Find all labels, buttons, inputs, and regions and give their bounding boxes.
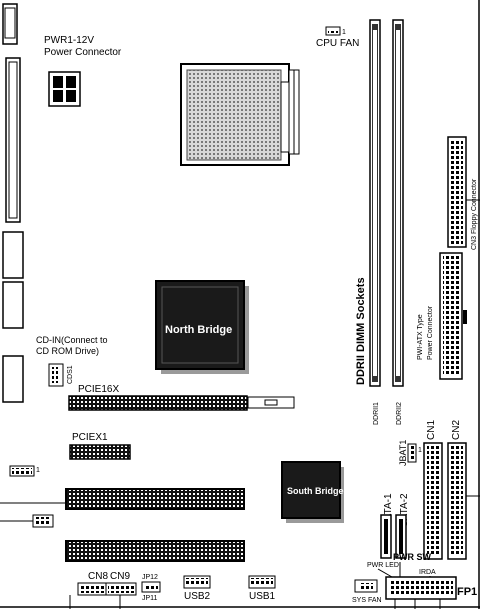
- ddrii2-label: DDRII2: [396, 402, 403, 425]
- pcie16x-slot: [68, 395, 295, 411]
- cn9-header: [105, 582, 137, 609]
- cd-in-label-line1: CD-IN(Connect to: [36, 335, 108, 345]
- irda-label: IRDA: [419, 569, 436, 576]
- usb1-header: [248, 575, 276, 589]
- rear-io-panel: [2, 3, 24, 403]
- sata2-connector: [395, 514, 407, 559]
- sata1-connector: [380, 514, 392, 559]
- jbat1-label: JBAT1: [398, 440, 408, 466]
- pwr-led-label: PWR LED: [367, 562, 399, 569]
- atx-label-line2: Power Connector: [427, 305, 434, 360]
- pciex1-slot: [69, 444, 131, 460]
- sata2-label: SATA-2: [399, 493, 410, 527]
- cpu-fan-pin-one: 1: [342, 29, 346, 36]
- pciex1-label: PCIEX1: [72, 432, 108, 443]
- south-bridge-chip: [281, 461, 344, 523]
- cn8-label: CN8: [88, 571, 108, 582]
- jbat1-jumper: [407, 443, 417, 463]
- pwr1-12v-connector: [48, 71, 81, 107]
- jbat1-pin-one: 1: [418, 447, 422, 454]
- pwr1-label-line2: Power Connector: [44, 47, 122, 58]
- cpu-socket: [180, 63, 300, 166]
- cds1-label: CDS1: [67, 365, 74, 384]
- cd-in-label-line2: CD ROM Drive): [36, 346, 99, 356]
- north-bridge-label: North Bridge: [165, 324, 232, 336]
- cn1-label: CN1: [426, 420, 437, 440]
- pwr1-label-line1: PWR1-12V: [44, 35, 94, 46]
- pwr-sw-label: PWR SW: [393, 552, 432, 562]
- pcie16x-label: PCIE16X: [78, 384, 119, 395]
- floppy-connector: [447, 136, 480, 248]
- jp12-jp11-jumpers: [141, 581, 161, 593]
- cpu-fan-header: [325, 26, 341, 36]
- cds1-header: [48, 363, 64, 387]
- north-bridge-chip: [155, 280, 249, 374]
- left-header-upper: [9, 465, 35, 477]
- atx-power-connector: [439, 252, 467, 380]
- floppy-side-label: CN3 Floppy Connector: [471, 178, 478, 250]
- sys-fan-header: [354, 579, 378, 593]
- left-header-lower: [0, 514, 54, 528]
- pci-slot-1: [65, 488, 245, 510]
- cpu-fan-label: CPU FAN: [316, 38, 359, 49]
- fp1-front-panel-header: [377, 562, 457, 609]
- cn2-ide-connector: [447, 442, 480, 560]
- jp11-label: JP11: [142, 595, 158, 602]
- jp12-label: JP12: [142, 574, 158, 581]
- south-bridge-label: South Bridge: [287, 486, 344, 496]
- sata1-label: SATA-1: [383, 493, 394, 527]
- left-header-pin-one: 1: [36, 467, 40, 474]
- cn1-ide-connector: [423, 442, 443, 560]
- cn2-label: CN2: [451, 420, 462, 440]
- atx-label-line1: PWI-ATX Type: [417, 314, 424, 360]
- cn9-label: CN9: [110, 571, 130, 582]
- sys-fan-label: SYS FAN: [352, 597, 382, 604]
- pci-slot-2: [65, 540, 245, 562]
- usb2-header: [183, 575, 211, 589]
- dimm-sockets-label: DDRII DIMM Sockets: [355, 277, 367, 385]
- usb2-label: USB2: [184, 591, 211, 602]
- fp1-label: FP1: [457, 586, 477, 598]
- ddrii-dimm-slot-1: [369, 19, 381, 387]
- ddrii-dimm-slot-2: [392, 19, 404, 387]
- usb1-label: USB1: [249, 591, 276, 602]
- ddrii1-label: DDRII1: [373, 402, 380, 425]
